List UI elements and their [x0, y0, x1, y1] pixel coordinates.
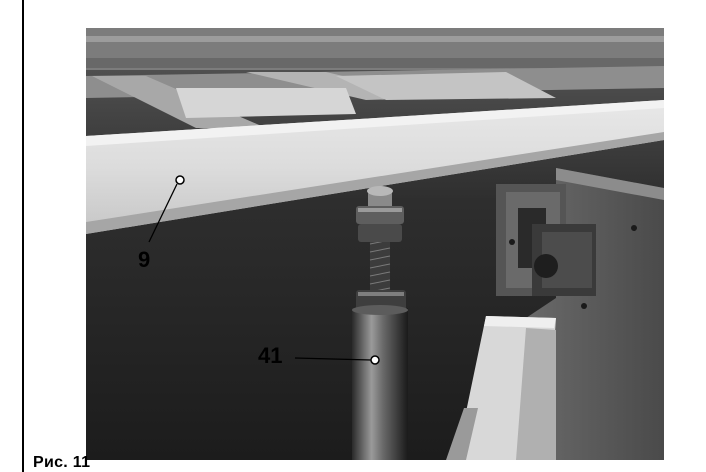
figure-photo	[86, 28, 664, 460]
callout-41-point	[370, 355, 380, 365]
callout-9-leader	[148, 183, 178, 243]
page-margin-rule	[22, 0, 24, 472]
callout-label-41: 41	[258, 343, 283, 368]
support-pipe-41	[352, 308, 408, 460]
callout-9-point	[175, 175, 185, 185]
figure-caption: Рис. 11	[33, 454, 91, 471]
callout-41-leader	[294, 357, 372, 361]
callout-label-9: 9	[138, 247, 151, 272]
